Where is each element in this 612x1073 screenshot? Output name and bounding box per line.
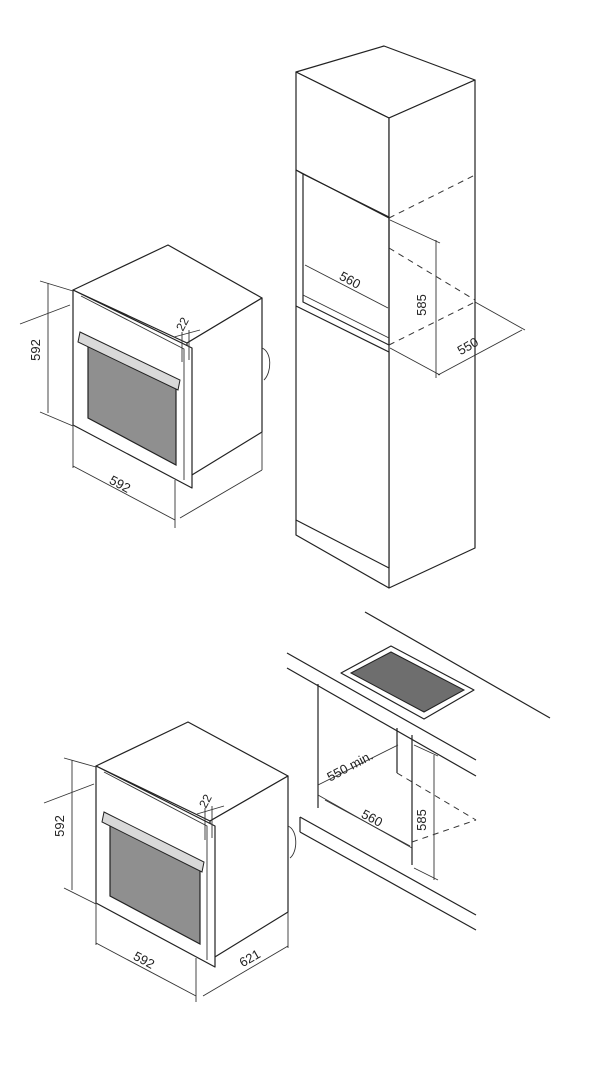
shelf-edge-bottom xyxy=(299,831,477,931)
cabinet-width-label: 560 xyxy=(337,268,363,291)
oven-top-width-dim-line xyxy=(72,465,176,521)
oven-bottom-height-label: 592 xyxy=(52,815,67,837)
shelf-edge-top xyxy=(299,816,477,916)
oven-bottom-width-dim-line xyxy=(95,942,197,997)
cabinet-height-ext-top xyxy=(389,219,441,244)
oven-top-width-label: 592 xyxy=(107,472,133,495)
oven-bottom-gap-arrow xyxy=(196,805,225,815)
niche-depth-label: 550 min. xyxy=(324,748,375,785)
oven-bottom-frame-inner xyxy=(103,771,208,960)
cabinet-niche-left xyxy=(295,169,390,346)
oven-top-height-label: 592 xyxy=(28,339,43,361)
cabinet-right-side xyxy=(388,79,476,589)
oven-top-height-ext-bottom xyxy=(39,411,74,427)
oven-top-gap-label: 22 xyxy=(173,315,192,334)
cabinet-height-ext-bottom xyxy=(389,347,441,376)
niche-width-label: 560 xyxy=(359,806,385,829)
oven-bottom: 592 592 621 22 xyxy=(43,721,297,1002)
niche-depth-dim-line xyxy=(317,744,399,786)
niche-height-label: 585 xyxy=(414,809,429,831)
cabinet-dash-bottom xyxy=(388,301,476,346)
niche-dash-back xyxy=(396,772,477,821)
oven-bottom-handle xyxy=(101,811,205,873)
cabinet-width-dim-line xyxy=(304,264,389,309)
oven-top-thickness-mark xyxy=(19,304,71,325)
oven-bottom-cable xyxy=(287,825,297,859)
cabinet-dash-top xyxy=(388,174,476,219)
cabinet-plinth xyxy=(295,520,390,589)
oven-top: 592 592 22 xyxy=(19,244,271,528)
oven-top-cable xyxy=(261,347,271,381)
under-counter: 550 min. 560 585 xyxy=(286,611,551,931)
hob-glass xyxy=(349,651,466,713)
oven-top-depth-dim-line xyxy=(179,469,263,519)
oven-bottom-height-ext-top xyxy=(63,757,97,768)
oven-top-frame-inner xyxy=(80,295,185,480)
cabinet-niche-floor xyxy=(302,294,390,339)
cabinet-lower-door xyxy=(295,305,390,569)
niche-height-ext-top xyxy=(413,744,439,757)
cabinet-niche-top xyxy=(302,173,390,218)
cabinet-height-label: 585 xyxy=(414,294,429,316)
cabinet-depth-dim-line xyxy=(437,329,523,376)
niche-height-ext-bottom xyxy=(413,867,439,881)
niche-dash-depth xyxy=(411,819,477,843)
countertop-back-edge xyxy=(364,611,551,719)
oven-bottom-depth-dim-line xyxy=(202,945,289,997)
niche-width-dim-line xyxy=(324,799,411,847)
oven-bottom-depth-label: 621 xyxy=(237,946,263,970)
oven-top-gap-arrow xyxy=(173,329,201,338)
oven-top-height-ext-top xyxy=(39,280,74,292)
countertop-front-edge-top xyxy=(286,652,477,761)
oven-top-handle xyxy=(77,331,181,391)
oven-bottom-gap-label: 22 xyxy=(196,792,215,811)
tall-cabinet: 560 585 550 xyxy=(295,45,526,589)
oven-bottom-width-label: 592 xyxy=(131,948,157,971)
cabinet-depth-ext xyxy=(474,301,526,331)
oven-bottom-height-ext-bottom xyxy=(63,887,97,905)
cabinet-dash-depth xyxy=(388,247,476,301)
oven-bottom-thickness-mark xyxy=(43,783,95,804)
